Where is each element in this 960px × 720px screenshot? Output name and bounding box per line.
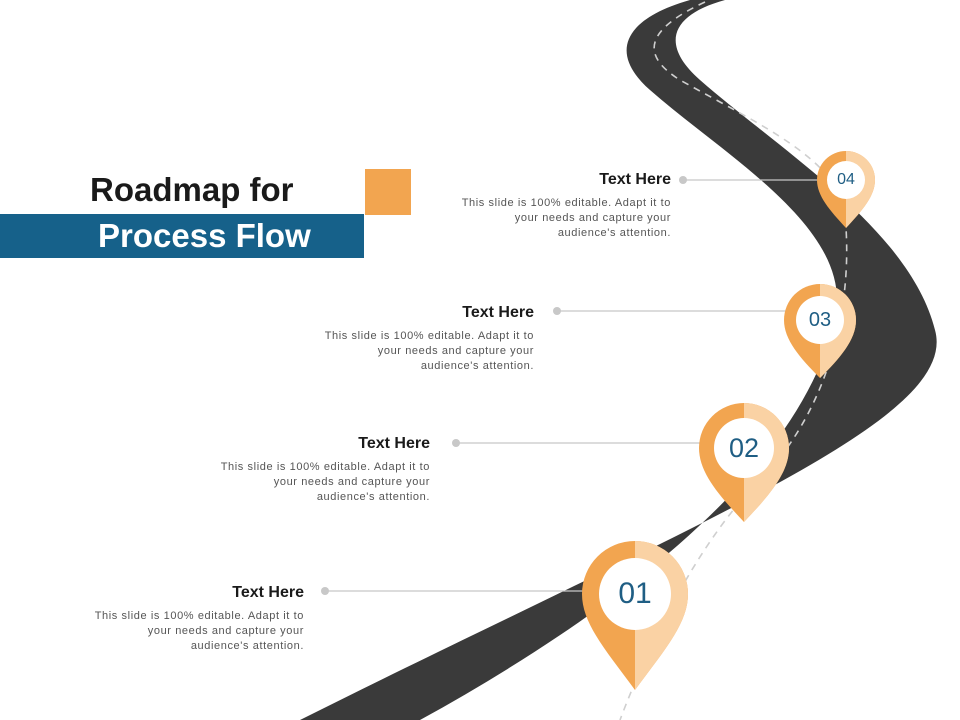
title-band <box>0 214 364 258</box>
page-title-line2: Process Flow <box>98 217 311 254</box>
location-pin-icon <box>784 284 856 378</box>
pin-number-02: 02 <box>728 433 760 463</box>
pin-number-03: 03 <box>808 309 832 331</box>
step-description: This slide is 100% editable. Adapt it to… <box>94 610 304 652</box>
step-heading: Text Here <box>232 584 304 601</box>
step-description: This slide is 100% editable. Adapt it to… <box>220 461 430 503</box>
location-pin-icon <box>582 541 688 690</box>
page-title-line1: Roadmap for <box>90 171 294 208</box>
step-heading: Text Here <box>462 304 534 321</box>
pin-number-04: 04 <box>837 171 855 188</box>
step-text-03: Text Here This slide is 100% editable. A… <box>325 303 534 374</box>
location-pin-icon <box>817 151 875 228</box>
step-description: This slide is 100% editable. Adapt it to… <box>461 197 671 239</box>
step-description: This slide is 100% editable. Adapt it to… <box>324 330 534 372</box>
step-text-04: Text Here This slide is 100% editable. A… <box>462 170 671 241</box>
step-heading: Text Here <box>599 171 671 188</box>
callout-connector-01 <box>321 587 590 595</box>
callout-connector-02 <box>452 439 705 447</box>
step-heading: Text Here <box>358 435 430 452</box>
pin-number-01: 01 <box>618 577 652 610</box>
location-pin-icon <box>699 403 789 522</box>
step-text-02: Text Here This slide is 100% editable. A… <box>221 434 430 505</box>
accent-square <box>365 169 411 215</box>
callout-connector-03 <box>553 307 790 315</box>
road-center-line <box>619 1 848 720</box>
callout-connector-04 <box>679 176 820 184</box>
step-text-01: Text Here This slide is 100% editable. A… <box>95 583 304 654</box>
